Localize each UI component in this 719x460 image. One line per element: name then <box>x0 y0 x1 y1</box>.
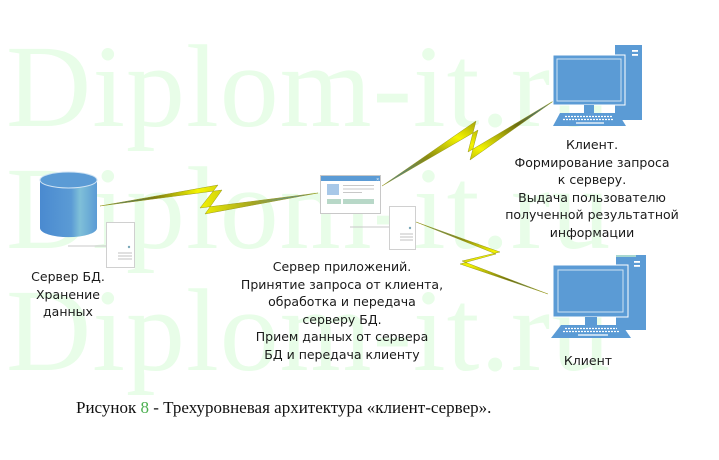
label-line: БД и передача клиенту <box>264 346 420 362</box>
watermark-text: Diplom-it.ru <box>6 265 612 396</box>
label-line: данных <box>43 304 93 319</box>
lightning-bolt-icon <box>99 184 319 215</box>
server-box-icon <box>350 206 416 250</box>
watermark-text: Diplom-it.ru <box>6 21 612 152</box>
label-line: Хранение <box>35 286 100 302</box>
client-bottom-label: Клиент <box>548 352 628 370</box>
label-line: Клиент <box>563 353 613 368</box>
label-line: Клиент. <box>565 137 619 152</box>
label-line: к серверу. <box>557 172 627 187</box>
label-line: информации <box>549 224 635 240</box>
database-cylinder-icon <box>39 171 98 238</box>
label-line: серверу БД. <box>302 311 382 327</box>
label-line: Прием данных от сервера <box>255 329 429 344</box>
desktop-computer-icon <box>552 45 642 126</box>
label-line: полученной результатной <box>505 207 679 222</box>
lightning-bolt-icon <box>415 221 549 295</box>
client-top-label: Клиент. Формирование запроса к серверу. … <box>484 136 700 241</box>
app-server-label: Сервер приложений. Принятие запроса от к… <box>222 258 462 363</box>
db-server-label: Сервер БД. Хранение данных <box>18 268 118 321</box>
svg-text:×: × <box>376 177 379 182</box>
caption-prefix: Рисунок <box>76 398 141 417</box>
server-box-icon <box>68 222 135 268</box>
label-line: обработка и передача <box>268 294 416 309</box>
label-line: Формирование запроса <box>514 154 670 170</box>
label-line: Сервер БД. <box>31 269 105 284</box>
label-line: Выдача пользователю <box>518 189 666 205</box>
label-line: Принятие запроса от клиента, <box>240 276 444 292</box>
caption-number: 8 <box>140 398 149 417</box>
caption-text: - Трехуровневая архитектура «клиент-серв… <box>148 398 492 417</box>
desktop-computer-icon <box>551 255 646 338</box>
figure-caption: Рисунок 8 - Трехуровневая архитектура «к… <box>76 398 491 418</box>
label-line: Сервер приложений. <box>272 259 412 274</box>
application-window-icon: × <box>320 175 381 214</box>
